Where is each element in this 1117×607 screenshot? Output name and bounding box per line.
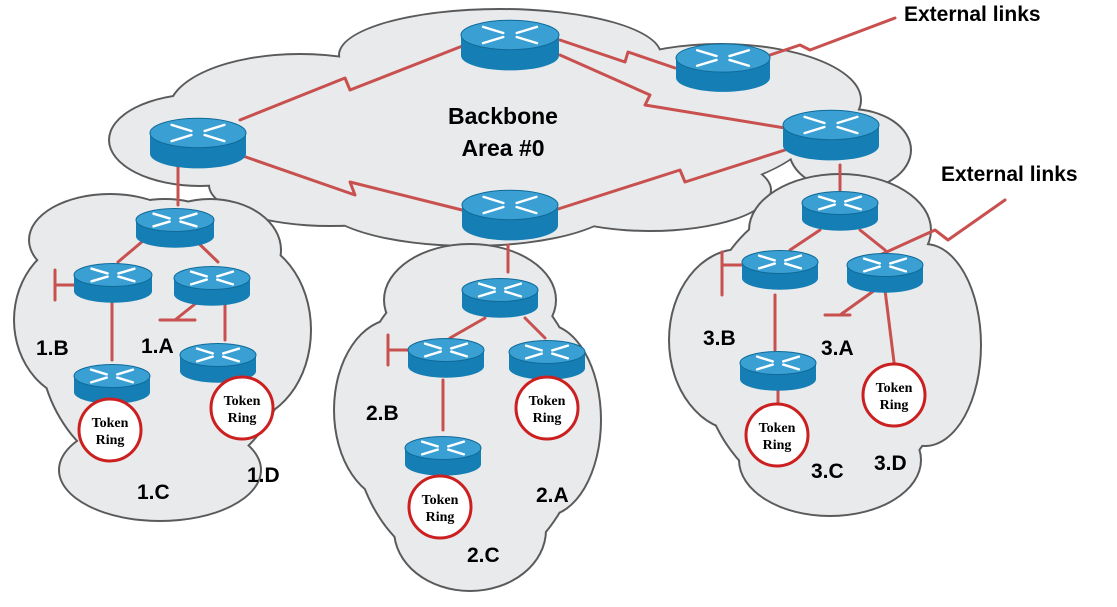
area-label-1b: 1.B xyxy=(36,337,69,360)
link-bb-left-to-center xyxy=(238,153,464,212)
router-arrows-icon xyxy=(695,49,751,67)
area-label-1d: 1.D xyxy=(247,464,280,487)
link-a3-3d xyxy=(883,288,897,372)
token-ring-line1: Token xyxy=(759,421,796,436)
external-links-label-top: External links xyxy=(904,3,1041,26)
area-label-3a: 3.A xyxy=(821,337,854,360)
labels-layer: Backbone Area #0 External links External… xyxy=(36,3,1078,567)
router-area1-1a[interactable] xyxy=(173,265,251,306)
router-arrows-icon xyxy=(524,344,570,360)
token-ring-line2: Ring xyxy=(426,510,455,525)
router-area1-1c[interactable] xyxy=(73,363,151,404)
router-arrows-icon xyxy=(195,347,241,363)
router-area2-2b[interactable] xyxy=(407,337,485,378)
router-area3-top[interactable] xyxy=(801,190,879,231)
area-label-2a: 2.A xyxy=(536,484,569,507)
link-ext-right xyxy=(878,198,1007,257)
backbone-label-line2: Area #0 xyxy=(461,135,544,161)
token-ring-line1: Token xyxy=(876,381,913,396)
area-label-1c: 1.C xyxy=(137,481,170,504)
router-arrows-icon xyxy=(757,254,803,270)
link-ext-top xyxy=(768,16,897,57)
router-area2-top[interactable] xyxy=(461,277,539,318)
link-a3-split-l xyxy=(788,228,822,252)
area-label-3b: 3.B xyxy=(703,327,736,350)
link-a3-split-r xyxy=(858,228,887,252)
token-ring-line2: Ring xyxy=(533,411,562,426)
area-label-2c: 2.C xyxy=(467,544,500,567)
router-area1-top[interactable] xyxy=(135,207,215,248)
area-label-3d: 3.D xyxy=(874,452,907,475)
router-arrows-icon xyxy=(90,267,136,283)
router-arrows-icon xyxy=(89,368,135,384)
link-bb-top-to-right xyxy=(558,53,787,130)
link-a3-3a xyxy=(823,288,877,317)
router-arrows-icon xyxy=(481,25,539,45)
token-ring-line2: Ring xyxy=(228,411,257,426)
token-ring-line2: Ring xyxy=(763,438,792,453)
router-area2-2c[interactable] xyxy=(404,435,482,476)
router-arrows-icon xyxy=(477,282,523,298)
router-arrows-icon xyxy=(189,270,235,286)
token-ring-line1: Token xyxy=(529,394,566,409)
token-rings-layer: TokenRingTokenRingTokenRingTokenRingToke… xyxy=(77,362,927,540)
router-area3-3b[interactable] xyxy=(741,249,819,290)
router-area3-3a[interactable] xyxy=(846,252,924,293)
router-area1-1d[interactable] xyxy=(179,342,257,383)
router-area1-1b[interactable] xyxy=(73,262,153,303)
token-ring-line1: Token xyxy=(92,416,129,431)
router-arrows-icon xyxy=(803,115,859,135)
router-arrows-icon xyxy=(862,257,908,273)
token-ring-line1: Token xyxy=(224,394,261,409)
router-area3-3c[interactable] xyxy=(739,350,817,391)
router-backbone-center[interactable] xyxy=(461,189,559,241)
router-backbone-right[interactable] xyxy=(782,109,880,161)
backbone-label-line1: Backbone xyxy=(448,103,558,129)
router-arrows-icon xyxy=(755,355,801,371)
area-label-3c: 3.C xyxy=(811,460,844,483)
router-arrows-icon xyxy=(482,195,538,215)
router-backbone-top[interactable] xyxy=(460,19,560,71)
links-layer xyxy=(53,16,1007,482)
router-backbone-left[interactable] xyxy=(149,117,247,169)
external-links-label-right: External links xyxy=(941,163,1078,186)
token-ring-line2: Ring xyxy=(880,398,909,413)
link-bb-top-to-left xyxy=(238,43,467,122)
link-a2-split-r xyxy=(523,316,547,340)
link-bb-top-to-ext xyxy=(558,38,677,70)
routers-layer xyxy=(73,19,924,476)
router-external[interactable] xyxy=(675,43,771,92)
link-bb-center-to-right xyxy=(553,148,787,212)
area-label-2b: 2.B xyxy=(366,402,399,425)
router-arrows-icon xyxy=(170,123,226,143)
token-ring-line1: Token xyxy=(422,493,459,508)
token-ring-line2: Ring xyxy=(96,433,125,448)
area-label-1a: 1.A xyxy=(141,335,174,358)
router-arrows-icon xyxy=(423,342,469,358)
router-arrows-icon xyxy=(817,195,863,211)
router-arrows-icon xyxy=(420,440,466,456)
link-a2-split-l xyxy=(448,316,487,340)
router-arrows-icon xyxy=(152,212,198,228)
router-area2-2a[interactable] xyxy=(508,339,586,380)
